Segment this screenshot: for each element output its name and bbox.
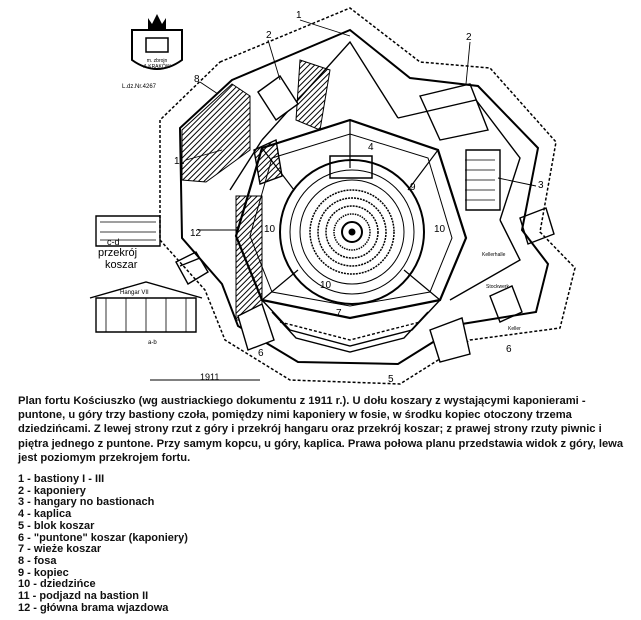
section-label-3: koszar [105, 259, 138, 271]
stamp-text: L.dz.Nr.4267 [122, 84, 157, 90]
plan-number-2: 2 [266, 30, 272, 41]
legend-list: 1 - bastiony I - III 2 - kaponiery 3 - h… [18, 473, 188, 614]
plan-number-1: 1 [296, 10, 302, 21]
legend-item: 9 - kopiec [18, 566, 69, 579]
legend-item: 10 - dziedzińce [18, 578, 96, 591]
plan-number-7: 7 [336, 308, 342, 319]
plan-caption: Plan fortu Kościuszko (wg austriackiego … [18, 395, 624, 464]
legend-item: 2 - kaponiery [18, 484, 86, 497]
stock-label-2: Stockwerk [486, 284, 510, 290]
leader-lines [185, 19, 537, 231]
plan-number-10b: 10 [434, 224, 446, 235]
plan-number-3: 3 [538, 180, 544, 191]
legend-item: 8 - fosa [18, 554, 57, 567]
section-label-1: c-d [107, 237, 120, 247]
legend-item: 6 - "puntone" koszar (kaponiery) [18, 531, 188, 544]
detail-plans [89, 207, 555, 333]
plan-numbers: 1 2 2 3 4 5 6 6 7 8 9 10 10 10 11 12 [174, 10, 544, 385]
chapel [329, 155, 373, 179]
stock-label-1: Kellerhalle [482, 252, 506, 258]
legend-item: 7 - wieże koszar [18, 543, 102, 556]
plan-number-11: 11 [174, 156, 185, 167]
section-label-2: przekrój [98, 247, 137, 259]
plan-number-10: 10 [264, 224, 276, 235]
plan-number-6b: 6 [506, 344, 512, 355]
hangar-sub: a-b [148, 340, 157, 346]
caponiers [237, 74, 471, 363]
city-crest-icon: m. zbrojn A.KRAKÓW [131, 14, 183, 70]
mound-concentric [279, 159, 425, 305]
plan-number-5: 5 [388, 374, 394, 385]
crest-text-2: A.KRAKÓW [144, 63, 171, 70]
plan-number-8: 8 [194, 74, 200, 85]
legend-item: 5 - blok koszar [18, 519, 95, 532]
legend-item: 1 - bastiony I - III [18, 473, 105, 485]
year-label: 1911 [200, 372, 219, 382]
legend-item: 12 - główna brama wjazdowa [18, 601, 169, 614]
plan-number-9: 9 [410, 182, 416, 193]
moat-section-hatched [181, 59, 331, 321]
plan-number-12: 12 [190, 228, 202, 239]
hangar-label: Hangar VII [120, 290, 149, 296]
plan-number-2b: 2 [466, 32, 472, 43]
fort-plan-drawing: m. zbrojn A.KRAKÓW L.dz.Nr.4267 [89, 7, 576, 385]
plan-number-6: 6 [258, 348, 264, 359]
crest-text-1: m. zbrojn [147, 58, 168, 64]
stock-label-3: Keller [508, 326, 521, 332]
legend-item: 4 - kaplica [18, 508, 72, 521]
plan-number-10c: 10 [320, 280, 332, 291]
legend-item: 3 - hangary no bastionach [18, 496, 155, 509]
legend-item: 11 - podjazd na bastion II [18, 590, 149, 603]
plan-number-4: 4 [368, 142, 374, 153]
barracks-block [261, 299, 441, 353]
